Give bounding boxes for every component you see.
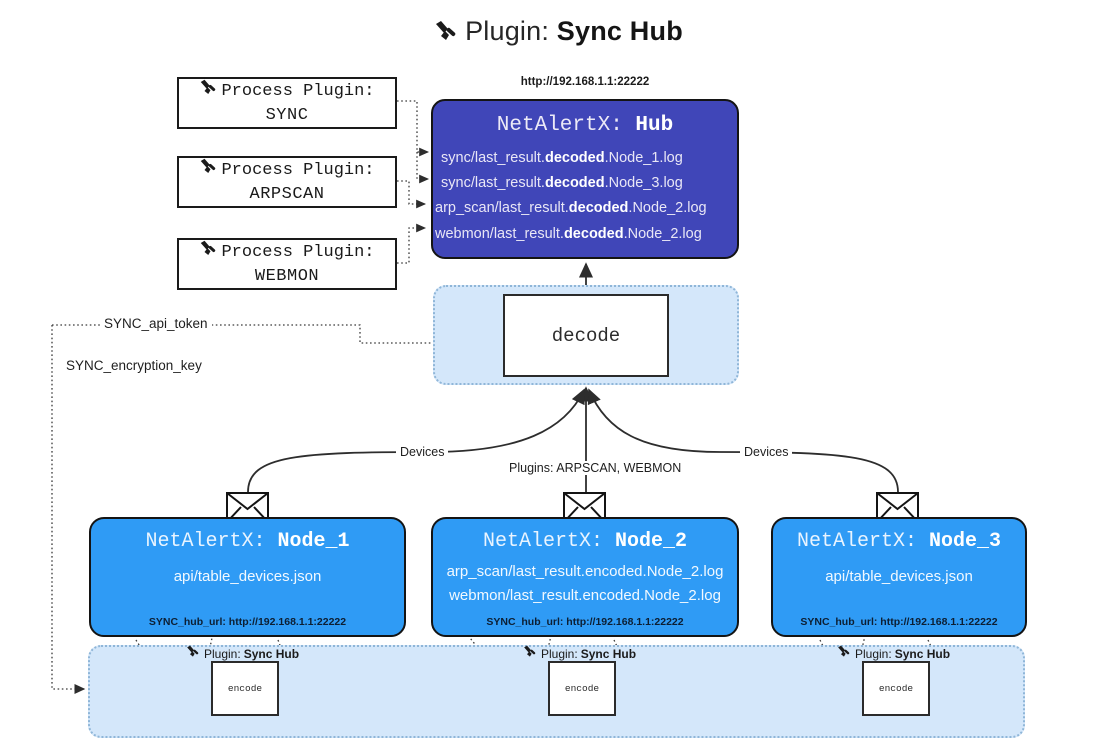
- node-hub-url: SYNC_hub_url: http://192.168.1.1:22222: [486, 616, 684, 628]
- plug-icon: [199, 240, 219, 266]
- decode-box[interactable]: decode: [503, 294, 669, 377]
- encode-label: encode: [878, 683, 914, 694]
- edge-label-devices-left: Devices: [396, 445, 449, 459]
- page-title-name: Sync Hub: [556, 16, 683, 46]
- hub-node[interactable]: NetAlertX: Hub sync/last_result.decoded.…: [431, 99, 739, 259]
- encode-caption-2: Plugin: Sync Hub: [523, 645, 636, 662]
- node-title: NetAlertX: Node_2: [482, 530, 688, 553]
- hub-log-list: sync/last_result.decoded.Node_1.log sync…: [433, 146, 737, 247]
- node-line: api/table_devices.json: [825, 568, 973, 585]
- edge-label-devices-right: Devices: [740, 445, 793, 459]
- sync-api-token-label: SYNC_api_token: [100, 316, 212, 331]
- hub-log-line: arp_scan/last_result.decoded.Node_2.log: [435, 200, 707, 217]
- plug-icon: [186, 645, 201, 662]
- sync-encryption-key-label: SYNC_encryption_key: [62, 358, 206, 373]
- node-title: NetAlertX: Node_3: [796, 530, 1002, 553]
- process-plugin-label: Process Plugin:: [221, 160, 375, 180]
- node-line-list: arp_scan/last_result.encoded.Node_2.log …: [433, 560, 737, 609]
- encode-box-3[interactable]: encode: [862, 661, 930, 716]
- process-plugin-name: SYNC: [265, 106, 309, 125]
- page-title: Plugin: Sync Hub: [0, 16, 1117, 51]
- node-card-node-3[interactable]: NetAlertX: Node_3 api/table_devices.json…: [771, 517, 1027, 637]
- node-card-node-2[interactable]: NetAlertX: Node_2 arp_scan/last_result.e…: [431, 517, 739, 637]
- plug-icon: [837, 645, 852, 662]
- process-plugin-label: Process Plugin:: [221, 242, 375, 262]
- decode-label: decode: [551, 324, 621, 347]
- plug-icon: [199, 79, 219, 105]
- node-line-list: api/table_devices.json: [91, 565, 404, 589]
- page-title-prefix: Plugin:: [465, 16, 557, 46]
- hub-log-line: sync/last_result.decoded.Node_3.log: [441, 175, 683, 192]
- node-line: arp_scan/last_result.encoded.Node_2.log: [446, 563, 724, 580]
- encode-box-2[interactable]: encode: [548, 661, 616, 716]
- node-card-node-1[interactable]: NetAlertX: Node_1 api/table_devices.json…: [89, 517, 406, 637]
- hub-title-name: Hub: [635, 114, 674, 137]
- encode-label: encode: [564, 683, 600, 694]
- hub-log-line: sync/last_result.decoded.Node_1.log: [441, 150, 683, 166]
- process-plugin-label: Process Plugin:: [221, 81, 375, 101]
- encode-caption-3: Plugin: Sync Hub: [837, 645, 950, 662]
- hub-url-label: http://192.168.1.1:22222: [520, 76, 650, 88]
- process-plugin-box-sync[interactable]: Process Plugin: SYNC: [177, 77, 397, 129]
- plug-icon: [199, 158, 219, 184]
- edge-label-plugins: Plugins: ARPSCAN, WEBMON: [505, 461, 686, 475]
- encode-box-1[interactable]: encode: [211, 661, 279, 716]
- node-hub-url: SYNC_hub_url: http://192.168.1.1:22222: [800, 616, 998, 628]
- process-plugin-name: WEBMON: [254, 267, 320, 286]
- hub-title: NetAlertX: Hub: [433, 114, 737, 137]
- process-plugin-box-webmon[interactable]: Process Plugin: WEBMON: [177, 238, 397, 290]
- node-title: NetAlertX: Node_1: [145, 530, 350, 553]
- encode-caption-1: Plugin: Sync Hub: [186, 645, 299, 662]
- hub-log-line: webmon/last_result.decoded.Node_2.log: [435, 225, 702, 242]
- node-line: api/table_devices.json: [173, 568, 322, 585]
- plug-icon: [434, 20, 460, 51]
- node-line: webmon/last_result.encoded.Node_2.log: [449, 587, 721, 605]
- process-plugin-box-arpscan[interactable]: Process Plugin: ARPSCAN: [177, 156, 397, 208]
- encode-label: encode: [227, 683, 263, 694]
- process-plugin-name: ARPSCAN: [249, 185, 325, 204]
- node-hub-url: SYNC_hub_url: http://192.168.1.1:22222: [148, 616, 347, 628]
- hub-title-prefix: NetAlertX:: [496, 114, 636, 137]
- node-line-list: api/table_devices.json: [773, 565, 1025, 589]
- plug-icon: [523, 645, 538, 662]
